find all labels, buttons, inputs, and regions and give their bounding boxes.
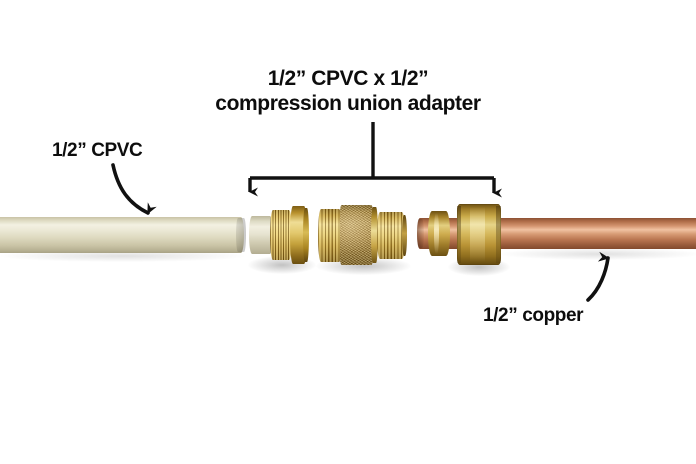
brass-hex-nut-right-facet xyxy=(496,206,501,263)
shadow-cpvc-pipe xyxy=(0,250,245,262)
brass-hex-nut-front-facet xyxy=(470,207,485,262)
brass-flange xyxy=(290,206,307,264)
heading-line-1: 1/2” CPVC x 1/2” xyxy=(267,67,429,90)
brass-adapter-right-thread xyxy=(377,212,405,259)
adapter-callout-bracket xyxy=(248,122,502,198)
copper-callout-arrow xyxy=(586,251,610,302)
heading-line-2: compression union adapter xyxy=(215,92,481,115)
brass-hex-nut-left-facet xyxy=(457,206,461,263)
page-title: 1/2” CPVC x 1/2” compression union adapt… xyxy=(0,66,696,116)
brass-compression-ferrule-highlight xyxy=(434,213,439,254)
cpvc-pipe-end-face xyxy=(236,218,246,252)
cpvc-socket-fitting xyxy=(249,216,273,254)
cpvc-callout-arrow xyxy=(111,163,157,215)
brass-hex-nut xyxy=(457,204,501,265)
brass-knurled-collar xyxy=(270,210,292,260)
label-copper: 1/2” copper xyxy=(483,305,584,326)
label-cpvc: 1/2” CPVC xyxy=(52,140,143,161)
brass-adapter-body xyxy=(340,205,373,265)
shadow-copper-pipe xyxy=(500,248,696,260)
brass-flange-edge xyxy=(303,208,309,262)
brass-adapter-left-thread xyxy=(318,209,342,262)
brass-adapter-shoulder-ring xyxy=(371,207,378,263)
brass-compression-ferrule xyxy=(428,211,450,256)
brass-adapter-thread-tip xyxy=(402,215,407,256)
shadow-fitting-2 xyxy=(316,257,411,275)
cpvc-pipe xyxy=(0,217,244,253)
copper-pipe-end-face xyxy=(417,219,424,248)
